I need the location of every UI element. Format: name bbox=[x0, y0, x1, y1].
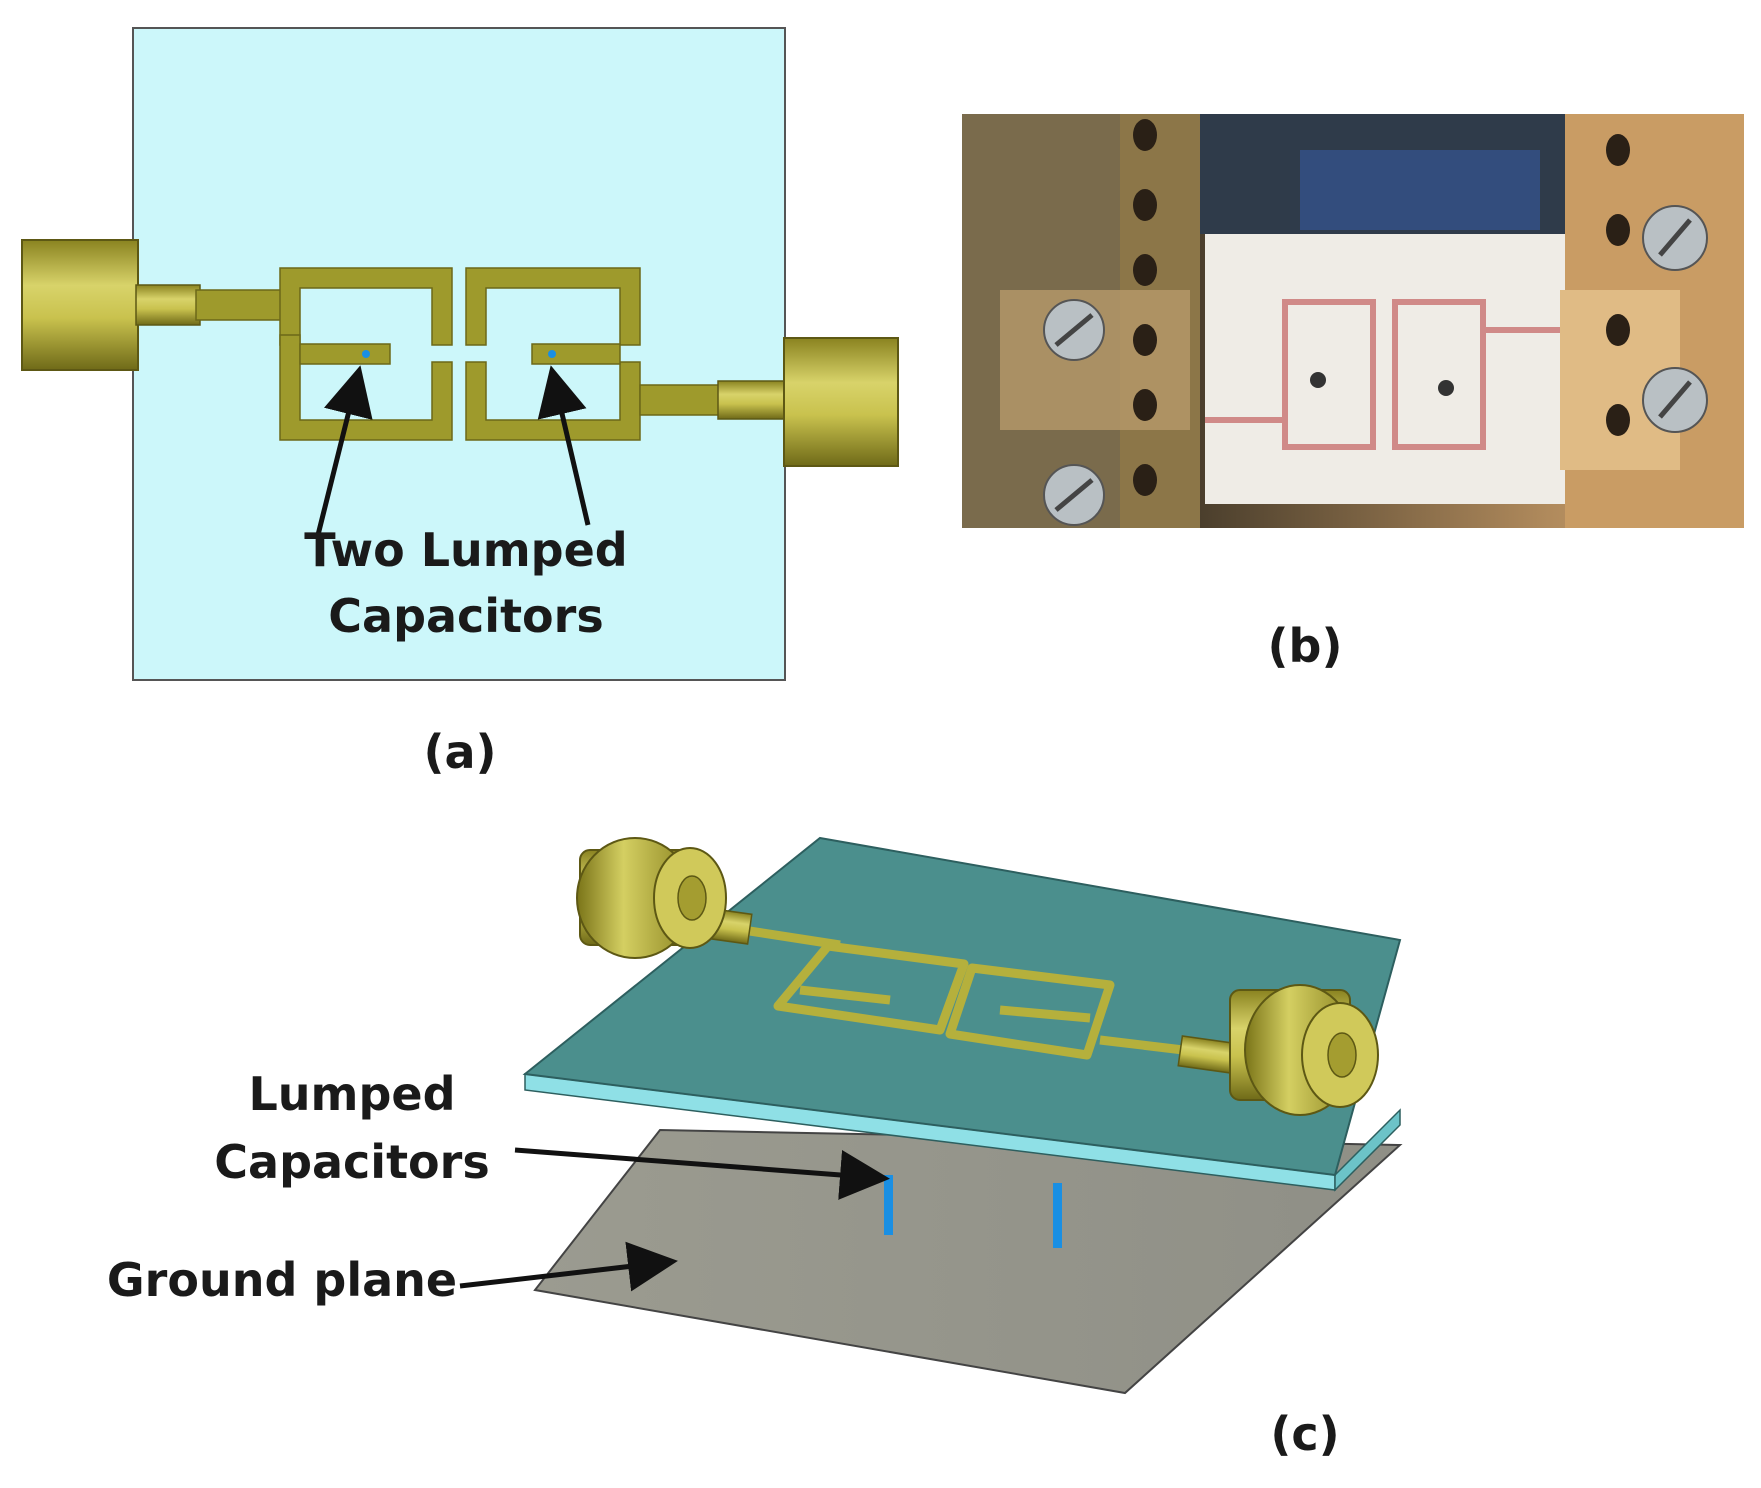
right-connector bbox=[717, 337, 899, 467]
feed-line-right bbox=[639, 384, 723, 416]
connector-3d-left bbox=[576, 837, 753, 959]
annotation-capacitors-a: Capacitors bbox=[328, 589, 603, 643]
arrow-to-ground-plane bbox=[459, 1241, 678, 1292]
caption-a: (a) bbox=[423, 725, 496, 779]
capacitor-pin-right bbox=[1053, 1183, 1062, 1248]
label-ground-plane: Ground plane bbox=[107, 1253, 457, 1307]
caption-b: (b) bbox=[1268, 619, 1343, 673]
panel-b: (b) bbox=[962, 114, 1744, 673]
capacitor-dot-left bbox=[362, 350, 370, 358]
fabricated-prototype-photo bbox=[962, 114, 1744, 528]
capacitor-dot-right bbox=[548, 350, 556, 358]
substrate-edge-right bbox=[1334, 1108, 1401, 1192]
caption-c: (c) bbox=[1270, 1407, 1339, 1461]
panel-c: Lumped Capacitors Ground plane (c) bbox=[107, 836, 1403, 1461]
label-capacitors-c: Capacitors bbox=[214, 1135, 489, 1189]
capacitor-pin-left bbox=[884, 1175, 893, 1235]
panel-a: Two Lumped Capacitors (a) bbox=[21, 27, 899, 779]
connector-3d-right bbox=[1177, 984, 1379, 1116]
left-resonator bbox=[279, 267, 453, 441]
feed-line-left bbox=[195, 289, 283, 321]
right-resonator bbox=[465, 267, 641, 441]
annotation-two-lumped: Two Lumped bbox=[304, 523, 627, 577]
arrow-to-lumped-capacitors bbox=[514, 1147, 890, 1200]
label-lumped: Lumped bbox=[248, 1067, 455, 1121]
substrate-top-view bbox=[132, 27, 786, 681]
left-connector bbox=[21, 239, 201, 371]
arrow-to-right-capacitor bbox=[537, 365, 591, 526]
arrow-to-left-capacitor bbox=[315, 365, 373, 536]
